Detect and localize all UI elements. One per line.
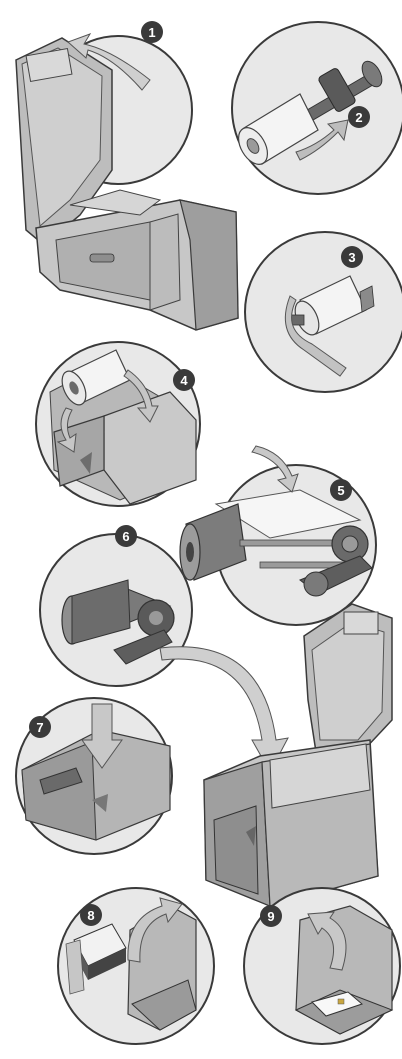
step-7-number: 7 [36,720,43,735]
step-9-number: 9 [267,909,274,924]
step-5-cartridge: 5 [179,445,377,626]
step-8-number: 8 [87,908,94,923]
step-4-insert-roll: 4 [35,341,201,507]
step-1-badge [141,21,163,43]
step-2-ribbon-roll: 2 [231,21,402,195]
step-8-badge [80,904,102,926]
step-1-number: 1 [148,25,155,40]
lid-arrow [67,33,151,91]
step-9-badge [260,905,282,927]
step-5-badge [330,479,352,501]
step-2-arrow [295,119,349,161]
step-6-number: 6 [122,529,129,544]
step-6-loaded-cartridge: 6 [39,525,193,687]
step-9-insert-card: 9 [243,887,401,1045]
step-7-badge [29,716,51,738]
step-3-badge [341,246,363,268]
step-5-number: 5 [337,483,344,498]
step-3-number: 3 [348,250,355,265]
step-2-number: 2 [355,110,362,125]
step-8-load-cards: 8 [57,887,215,1045]
step-6-badge [115,525,137,547]
step-2-badge [348,106,370,128]
step-7-arrow [81,703,123,769]
step-1-open-lid: 1 [15,21,239,331]
insert-cartridge-arrow [159,646,289,774]
printer-open-large [203,603,393,907]
step-7-close-lid: 7 [15,697,173,855]
step-4-badge [173,369,195,391]
step-3-unwind-ribbon: 3 [244,231,402,393]
step-4-number: 4 [180,373,188,388]
smart-card [311,991,363,1017]
